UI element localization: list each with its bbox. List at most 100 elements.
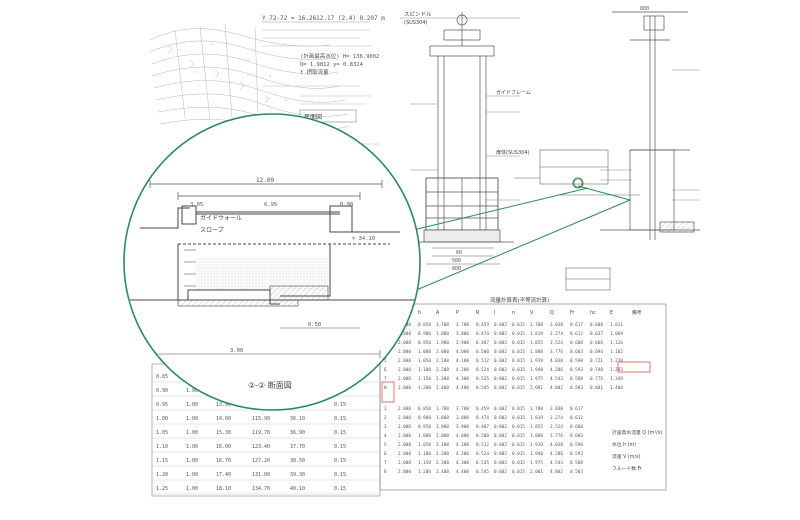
right-table-cell: 0.002 [494,406,507,412]
right-table-cell: 2.000 [398,424,411,430]
legend-item-4: フルード数 Fr [612,465,642,472]
top-note: Y 72-72 = 16.2612.17 (2.4) 0.207 m [262,15,385,22]
right-table-cell: 4.400 [456,385,469,391]
right-table-cell: 2.000 [398,406,411,412]
right-table-cell: 1.780 [530,322,543,328]
left-table-cell: 16.00 [216,444,231,450]
left-table-cell: 1.00 [186,416,198,422]
gate-dim-60: 60 [456,250,462,256]
right-table-cell: 0.015 [512,406,525,412]
side-annotations [600,69,700,201]
right-table-cell: 0.850 [418,406,431,412]
right-table-cell: 1.900 [436,340,449,346]
right-table-cell: 2.000 [398,460,411,466]
left-table-cell: 14.60 [216,416,231,422]
right-table-cell: 0.015 [512,451,525,457]
right-table-cell: 0.512 [476,358,489,364]
right-table-cell: 2.000 [398,340,411,346]
right-table-cell: 4.100 [456,442,469,448]
right-table-cell: 0.524 [476,451,489,457]
right-table-cell: 1.800 [436,415,449,421]
right-table-cell: 1.150 [418,460,431,466]
right-table-cell: 2.200 [436,451,449,457]
left-table-cell: 38.50 [290,458,305,464]
right-table-cell: 2.001 [530,469,543,475]
right-table-cell: 3.776 [550,433,563,439]
right-table-cell: 2.000 [436,433,449,439]
right-table-cell: 1.050 [418,358,431,364]
right-table-cell: 2.001 [530,385,543,391]
right-table-cell: 1.888 [530,349,543,355]
right-table-cell: 0.612 [570,331,583,337]
right-table-cell: 0.583 [570,469,583,475]
right-table-cell: 0.015 [512,376,525,382]
right-table-cell: 1.948 [530,451,543,457]
right-table-header-cell: 備考 [632,309,642,316]
mag-dim-top: 12.00 [256,177,274,184]
right-table-cell: 0.487 [476,424,489,430]
left-table-cell: 0.15 [334,472,346,478]
right-table-header-cell: R [476,310,480,316]
right-table-cell: 1.948 [530,367,543,373]
left-table-cell: 39.30 [290,472,305,478]
right-table-cell: 1.819 [530,415,543,421]
right-table-cell: 0.612 [570,415,583,421]
right-table-cell: 1.050 [418,442,431,448]
right-table-cell: 5 [384,358,387,364]
right-table-cell: 4.000 [456,349,469,355]
right-table-cell: 1.100 [418,367,431,373]
left-table-cell: 0.15 [334,416,346,422]
left-table-cell: 1.00 [186,472,198,478]
right-table-cell: 0.002 [494,331,507,337]
right-table-cell: 2.400 [436,385,449,391]
right-table-cell: 0.598 [570,358,583,364]
right-table-cell: 0.015 [512,358,525,364]
right-table-header-cell: hc [590,310,596,316]
right-table-cell: 1.919 [530,442,543,448]
right-table-cell: 1.349 [610,376,623,382]
right-table-cell: 7 [384,376,387,382]
right-table-cell: 3 [384,424,387,430]
left-table-cell: 1.00 [186,402,198,408]
topo-noise [179,43,301,101]
right-table-cell: 4.030 [550,358,563,364]
spindle-sub-label: (SUS304) [404,20,428,26]
right-table-cell: 0.015 [512,442,525,448]
left-table-cell: 0.15 [334,458,346,464]
focus-marker [572,177,584,189]
right-table-cell: 0.598 [570,442,583,448]
right-table-cell: 0.608 [570,424,583,430]
calc-line-2: Q= 1.9812 y= 0.8324 [300,62,364,68]
right-table-cell: 0.459 [476,322,489,328]
mag-slope: スロープ [200,227,224,234]
right-table-cell: 1.200 [418,469,431,475]
left-table-cell: 1.25 [156,486,168,492]
right-table-cell: 8 [384,469,387,475]
left-table-cell: 0.15 [334,444,346,450]
right-table-header-cell: P [456,310,459,316]
right-table-header-cell: Q [550,310,554,316]
right-table-cell: 4.000 [456,433,469,439]
right-table-cell: 2.000 [398,469,411,475]
right-table-cell: 0.588 [570,376,583,382]
mag-level: ▽ 34.10 [352,236,375,242]
right-table-cell: 4.286 [550,367,563,373]
left-table-cell: 1.20 [156,472,168,478]
right-table-cell: 1.975 [530,376,543,382]
highlight-right [617,361,651,373]
right-table-cell: 0.015 [512,367,525,373]
left-table-cell: 17.40 [216,472,231,478]
left-table-cell: 36.90 [290,430,305,436]
right-table-cell: 0.608 [590,322,603,328]
left-table-cell: 1.00 [186,388,198,394]
right-table-cell: 0.900 [418,415,431,421]
right-table-cell: 3.700 [456,406,469,412]
right-table-cell: 4.200 [456,451,469,457]
right-table-cell: 2.100 [436,442,449,448]
right-table-cell: 2.000 [398,415,411,421]
left-table-cell: 123.40 [252,444,270,450]
mag-dim-mid: 6.95 [264,202,277,208]
leader-upper [404,187,589,233]
gate-dim-500: 500 [452,258,461,264]
right-table-cell: 3.776 [550,349,563,355]
